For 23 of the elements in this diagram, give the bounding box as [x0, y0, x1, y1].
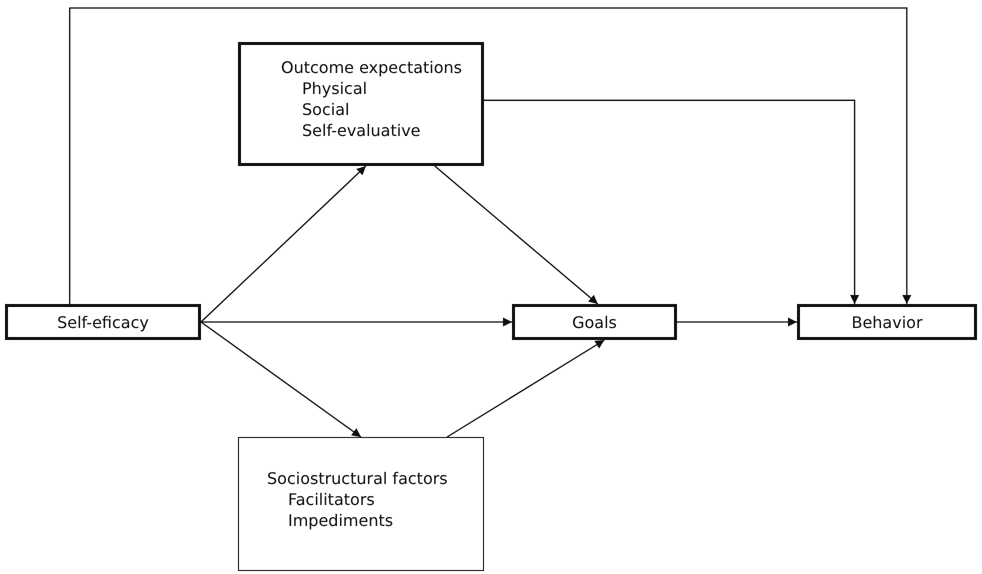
arrow [484, 100, 860, 304]
list-item: Physical [301, 78, 368, 99]
process-box [512, 304, 677, 340]
list-item: Facilitators [287, 489, 376, 510]
arrow [200, 321, 362, 438]
process-box [5, 304, 201, 340]
arrow [200, 166, 366, 322]
box-label: Behavior [851, 312, 923, 332]
arrow [201, 318, 512, 326]
box-label: Goals [572, 312, 617, 332]
box-heading: Sociostructural factors [267, 468, 449, 489]
list-item: Social [301, 99, 350, 120]
arrow [69, 7, 912, 304]
process-box [238, 437, 484, 571]
process-box [238, 42, 484, 166]
arrow [446, 339, 605, 438]
box-label: Self-eficacy [57, 312, 149, 332]
process-box [797, 304, 977, 340]
box-heading: Outcome expectations [281, 57, 463, 78]
arrow [434, 166, 598, 304]
list-item: Impediments [287, 510, 394, 531]
list-item: Self-evaluative [301, 120, 422, 141]
arrow [677, 318, 797, 326]
